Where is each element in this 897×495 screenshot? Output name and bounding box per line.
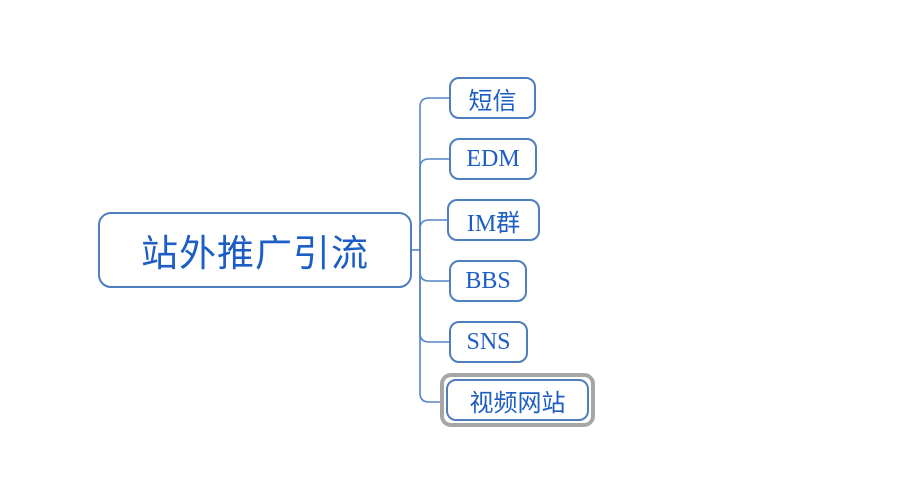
connector-branch-video (419, 250, 440, 403)
connector-branch-sms (419, 97, 449, 250)
topic-label-edm: EDM (466, 145, 520, 172)
connector-branch-im (419, 219, 447, 250)
topic-node-im[interactable]: IM群 (447, 199, 540, 241)
topic-label-im: IM群 (466, 210, 521, 237)
topic-node-video[interactable]: 视频网站 (446, 379, 589, 421)
topic-node-edm[interactable]: EDM (449, 138, 537, 180)
topic-label-sns: SNS (466, 328, 511, 355)
connector-branch-sns (419, 250, 449, 343)
connector-branch-bbs (419, 250, 449, 282)
root-topic-label: 站外推广引流 (141, 234, 369, 275)
topic-label-bbs: BBS (465, 267, 511, 294)
selected-topic-ring[interactable]: 视频网站 (440, 373, 595, 427)
connector-branch-edm (419, 158, 449, 250)
topic-node-sms[interactable]: 短信 (449, 77, 536, 119)
topic-label-video: 视频网站 (469, 390, 566, 417)
topic-label-sms: 短信 (468, 88, 517, 115)
root-topic-node[interactable]: 站外推广引流 (98, 212, 412, 288)
topic-node-bbs[interactable]: BBS (449, 260, 527, 302)
topic-node-sns[interactable]: SNS (449, 321, 528, 363)
